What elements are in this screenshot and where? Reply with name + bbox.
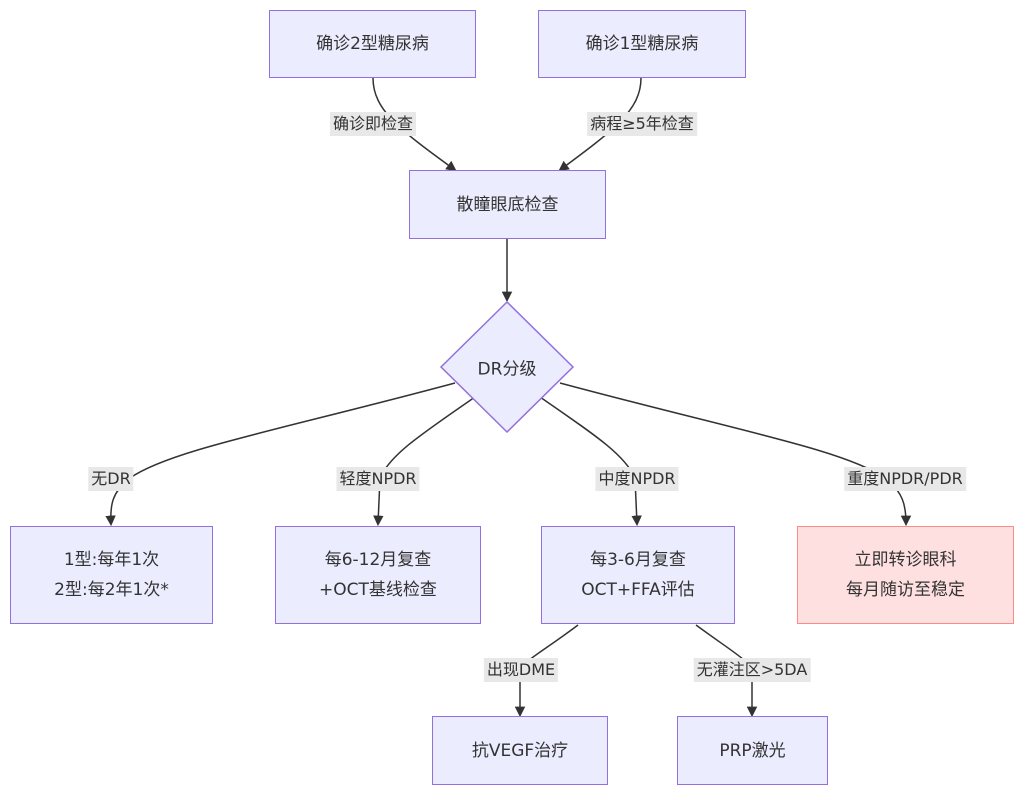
- grade-diamond: [439, 300, 575, 434]
- node-dilated-fundus-exam-text: 散瞳眼底检查: [456, 194, 559, 215]
- node-dilated-fundus-exam: 散瞳眼底检查: [409, 170, 606, 239]
- node-severe-npdr-pdr-plan: 立即转诊眼科 每月随访至稳定: [797, 526, 1014, 624]
- node-no-dr-plan: 1型:每年1次 2型:每2年1次*: [10, 526, 213, 624]
- edge-grade-to-none: [105, 382, 456, 527]
- edge-label-diagnose-exam: 确诊即检查: [329, 112, 417, 136]
- edge-grade-to-moderate: [539, 396, 642, 527]
- edge-label-moderate-npdr: 中度NPDR: [595, 467, 679, 491]
- edge-label-dme: 出现DME: [483, 658, 559, 682]
- node-prp-laser-text: PRP激光: [719, 740, 786, 761]
- node-type1-diagnosis: 确诊1型糖尿病: [538, 10, 746, 78]
- node-moderate-npdr-plan: 每3-6月复查 OCT+FFA评估: [541, 526, 735, 624]
- node-anti-vegf-treatment: 抗VEGF治疗: [432, 716, 608, 785]
- node-type2-diagnosis: 确诊2型糖尿病: [269, 10, 476, 78]
- node-prp-laser: PRP激光: [677, 716, 828, 785]
- node-type1-diagnosis-text: 确诊1型糖尿病: [585, 34, 699, 54]
- edge-label-severe-npdr-pdr: 重度NPDR/PDR: [844, 467, 966, 491]
- node-anti-vegf-text: 抗VEGF治疗: [471, 740, 569, 761]
- node-type2-diagnosis-text: 确诊2型糖尿病: [316, 34, 429, 54]
- node-no-dr-line-2: 2型:每2年1次*: [54, 580, 169, 600]
- edge-grade-to-mild: [373, 396, 476, 527]
- edge-label-mild-npdr: 轻度NPDR: [336, 467, 420, 491]
- node-mild-npdr-plan: 每6-12月复查 +OCT基线检查: [275, 526, 481, 624]
- edge-label-nonperfusion: 无灌注区>5DA: [693, 658, 811, 682]
- node-mild-npdr-line-1: 每6-12月复查: [324, 550, 432, 570]
- node-moderate-npdr-line-1: 每3-6月复查: [590, 550, 686, 570]
- node-severe-line-1: 立即转诊眼科: [854, 550, 957, 570]
- edge-grade-to-severe: [559, 382, 912, 527]
- edge-label-duration-exam: 病程≥5年检查: [587, 112, 697, 136]
- node-moderate-npdr-line-2: OCT+FFA评估: [581, 580, 695, 600]
- node-mild-npdr-line-2: +OCT基线检查: [319, 580, 437, 600]
- node-dr-grading-text: DR分级: [477, 359, 537, 380]
- node-severe-line-2: 每月随访至稳定: [846, 580, 965, 600]
- node-no-dr-line-1: 1型:每年1次: [63, 550, 160, 570]
- edge-label-no-dr: 无DR: [88, 467, 134, 491]
